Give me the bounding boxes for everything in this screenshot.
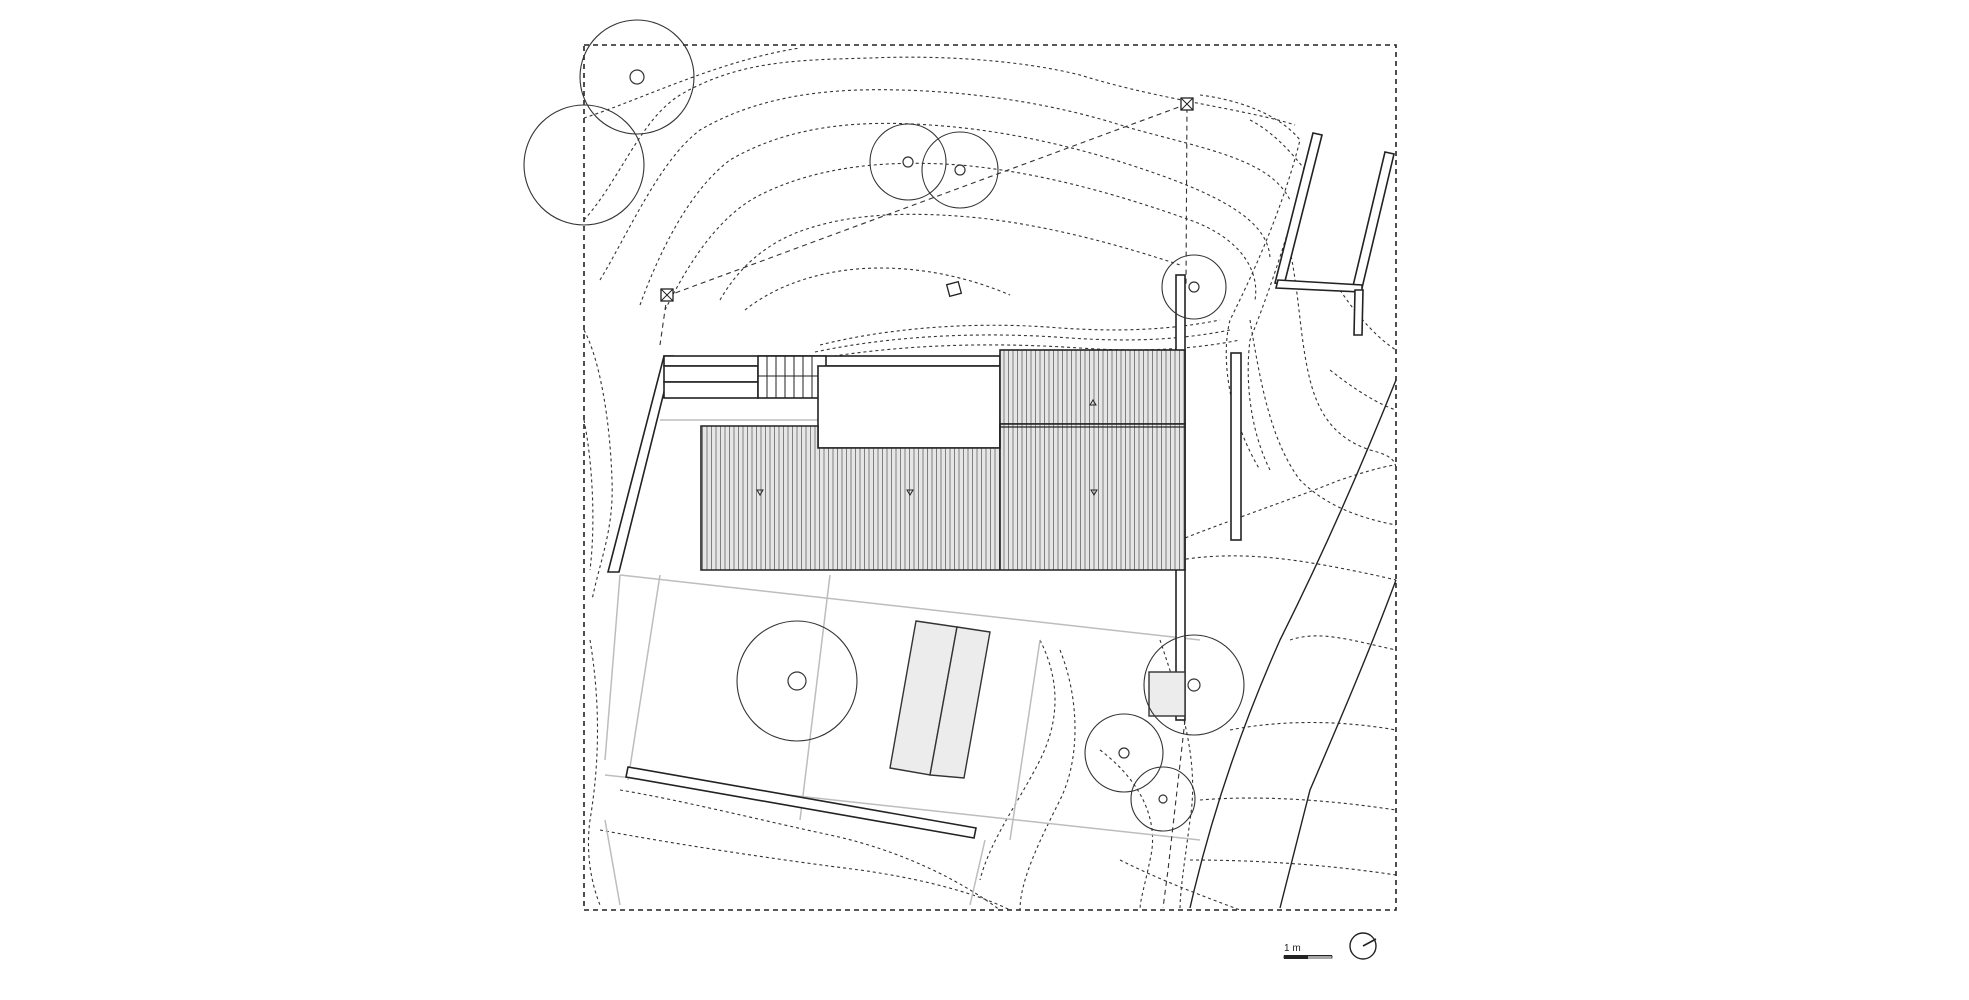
stair (757, 355, 827, 399)
north-wall (663, 355, 1001, 367)
utility-box (1148, 671, 1186, 717)
survey-marker-icon (1180, 97, 1194, 111)
scale-bar: 1 m (1283, 943, 1333, 959)
tree-icon (921, 131, 999, 209)
tree-icon (579, 19, 695, 135)
courtyard (817, 365, 1001, 449)
tree-icon (1161, 254, 1227, 320)
road-edges (1189, 379, 1397, 909)
drain-icon (756, 489, 764, 496)
contour-lines-upper (583, 47, 1306, 471)
tree-icon (1143, 634, 1245, 736)
contour-lines-right (1179, 249, 1397, 876)
drain-icon (1089, 399, 1097, 406)
drain-icon (906, 489, 914, 496)
drain-icon (1090, 489, 1098, 496)
scale-bar-label: 1 m (1284, 943, 1301, 954)
survey-marker-icon (660, 288, 674, 302)
tree-icon (736, 620, 858, 742)
tree-icon (523, 104, 645, 226)
survey-point-icon (945, 280, 963, 298)
trees (523, 19, 1245, 832)
site-boundary (583, 44, 1397, 911)
tree-icon (1130, 766, 1196, 832)
patio-pads (889, 620, 991, 779)
survey-line (659, 97, 1194, 909)
tree-icon (1084, 713, 1164, 793)
south-bench-wall (625, 766, 977, 839)
roofs (700, 349, 1186, 571)
north-arrow-icon (1349, 932, 1377, 960)
northeast-walls (1230, 132, 1395, 541)
tree-icon (869, 123, 947, 201)
roof-northeast (999, 349, 1186, 425)
